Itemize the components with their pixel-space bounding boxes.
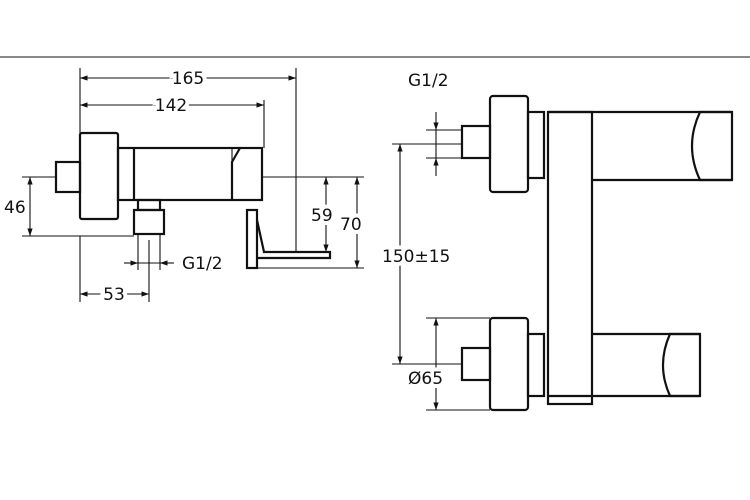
label-46: 46 (4, 198, 26, 218)
left-inlet-stub (54, 160, 82, 194)
left-flange (78, 131, 120, 221)
label-142: 142 (155, 96, 187, 116)
label-165: 165 (172, 69, 204, 89)
label-70: 70 (340, 215, 362, 235)
left-lever (245, 208, 259, 270)
left-outlet (132, 208, 166, 236)
label-flange-diameter: Ø65 (408, 369, 443, 389)
label-inlet-thread: G1/2 (408, 71, 449, 91)
right-top-knob (690, 110, 732, 182)
right-top-flange (488, 94, 530, 194)
right-bottom-arm (548, 332, 702, 398)
right-bottom-inlet (460, 346, 492, 382)
right-bottom-flange (488, 316, 530, 412)
label-outlet-thread: G1/2 (182, 254, 223, 274)
right-view-drawing: G1/2 150±15 Ø65 (378, 71, 734, 412)
label-53: 53 (103, 285, 125, 305)
right-bottom-knob (661, 332, 700, 398)
right-top-arm (548, 110, 734, 182)
label-59: 59 (311, 206, 333, 226)
right-vertical-body (546, 110, 594, 406)
right-top-inlet (460, 124, 492, 160)
left-valve-body (116, 146, 264, 202)
label-centre-distance: 150±15 (382, 247, 450, 267)
left-view-drawing: 165 142 46 59 70 53 G1/2 (0, 65, 366, 309)
